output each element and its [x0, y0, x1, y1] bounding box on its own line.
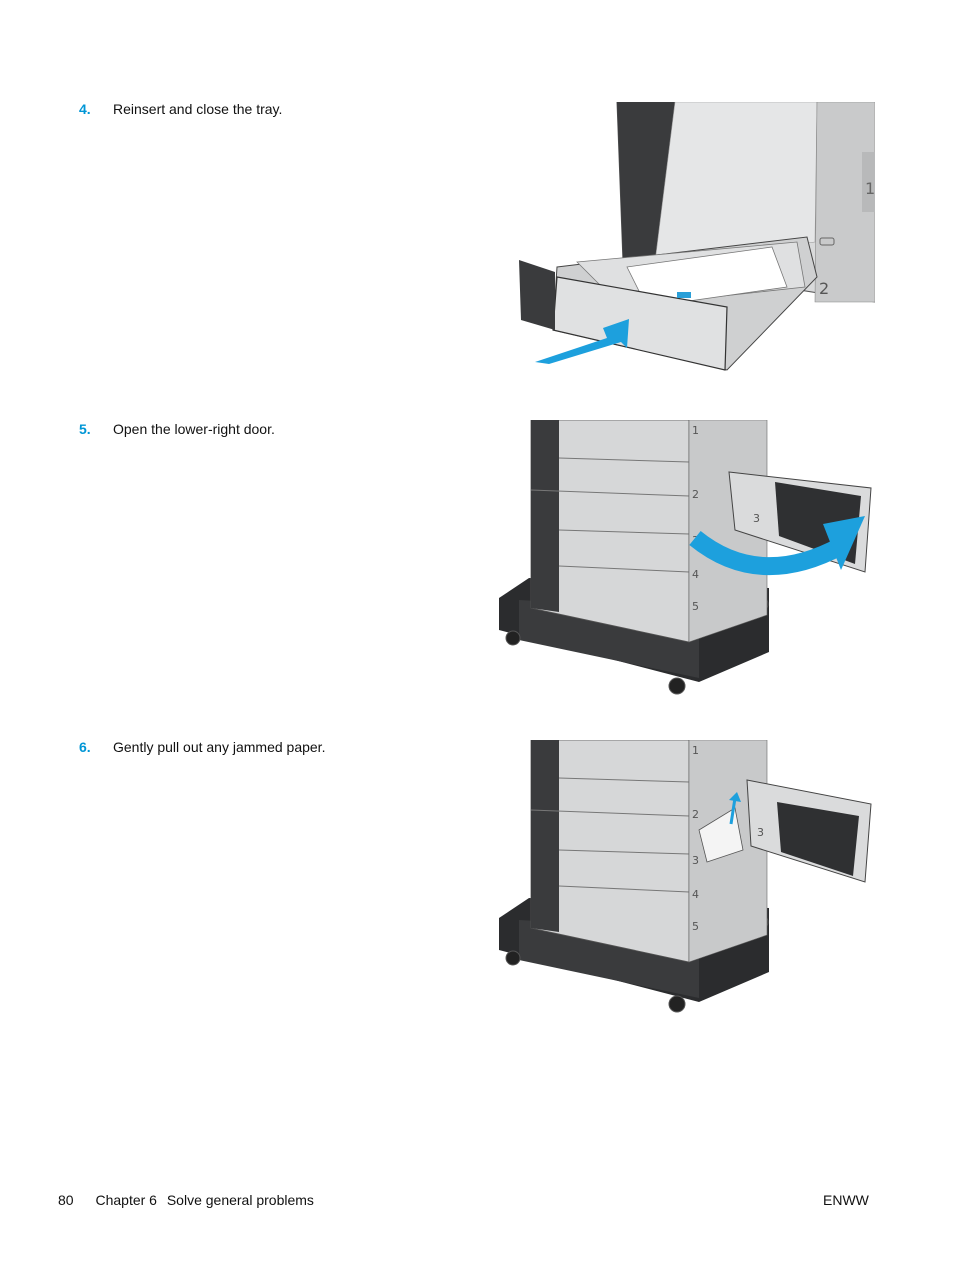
printer-label-1: 1: [692, 424, 699, 437]
step-4: 4. Reinsert and close the tray.: [79, 101, 282, 117]
door-label: 3: [753, 512, 760, 525]
step-6: 6. Gently pull out any jammed paper.: [79, 739, 325, 755]
step-text: Reinsert and close the tray.: [113, 101, 283, 117]
printer-label-2: 2: [692, 488, 699, 501]
section-title: Solve general problems: [166, 1192, 314, 1208]
tray-number-label: 2: [819, 279, 829, 298]
printer-label-4: 4: [692, 888, 699, 901]
illustration-reinsert-tray: 1 2: [519, 102, 875, 371]
step-text: Open the lower-right door.: [113, 421, 275, 437]
open-door-arrow-icon: [689, 530, 846, 576]
printer-label-1: 1: [692, 744, 699, 757]
step-5: 5. Open the lower-right door.: [79, 421, 275, 437]
step-number: 4.: [79, 101, 91, 117]
step-text: Gently pull out any jammed paper.: [113, 739, 326, 755]
page-number: 80: [58, 1192, 74, 1208]
illustration-open-door: 1 2 3 4 5 3: [499, 420, 872, 695]
step-number: 6.: [79, 739, 91, 755]
printer-label-3: 3: [692, 854, 699, 867]
printer-label-5: 5: [692, 920, 699, 933]
door-label: 3: [757, 826, 764, 839]
step-number: 5.: [79, 421, 91, 437]
insert-arrow-icon: [535, 319, 629, 364]
printer-label-2: 2: [692, 808, 699, 821]
footer-right: ENWW: [823, 1192, 869, 1208]
chapter-label: Chapter 6: [95, 1192, 157, 1208]
printer-label-4: 4: [692, 568, 699, 581]
footer-left: 80 Chapter 6 Solve general problems: [58, 1192, 314, 1208]
illustration-remove-jam: 1 2 3 4 5 3: [499, 740, 872, 1013]
tray-side-label: 1: [865, 179, 875, 198]
printer-label-5: 5: [692, 600, 699, 613]
pull-arrow-icon: [729, 797, 737, 825]
